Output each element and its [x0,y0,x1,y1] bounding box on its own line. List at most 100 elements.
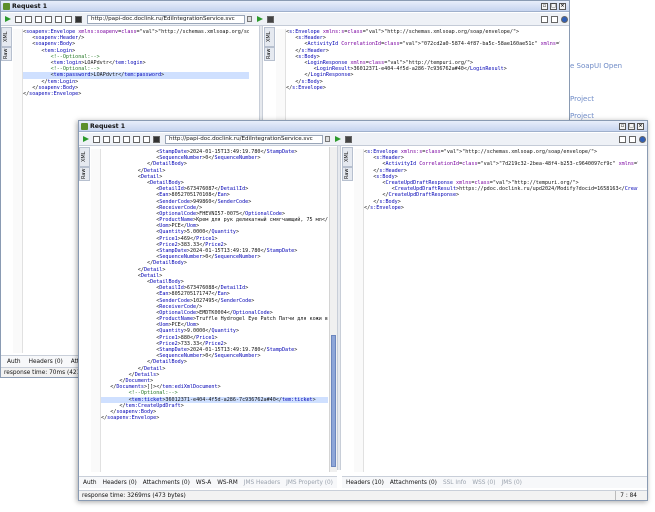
validate-icon[interactable] [65,16,72,23]
tab-xml-response[interactable]: XML [264,27,275,47]
clone-icon[interactable] [123,136,130,143]
request-xml-text[interactable]: <soapenv:Envelope xmlns:soapenv=class="v… [23,29,249,97]
tab-attachments[interactable]: Attachments (0) [142,480,190,486]
request-xml-line: <SequenceNumber>0</SequenceNumber> [101,254,261,261]
tab-ws-rm[interactable]: WS-RM [217,480,238,486]
request-xml-line: <Uom>PCE</Uom> [101,322,200,329]
response-xml-line: </LoginResponse> [286,72,354,79]
response-xml-text[interactable]: <s:Envelope xmlns:s=class="val">"http://… [364,149,638,211]
recreate-icon[interactable] [153,136,160,143]
tab-xml-request[interactable]: XML [79,147,90,167]
tab-ws-a[interactable]: WS-A [195,480,212,486]
request-xml-line: <soapenv:Header/> [23,35,85,42]
tab-response-headers[interactable]: Headers (10) [346,480,384,486]
background-link-project-2[interactable]: Project [570,112,594,120]
request-xml-text[interactable]: <StampDate>2024-01-15T13:49:19.780</Stam… [101,149,328,472]
options-icon[interactable] [541,16,548,23]
tab-raw-request[interactable]: Raw [1,47,12,61]
tab-auth[interactable]: Auth [83,480,97,486]
request-window-front: Request 1 ▫ □ × http://papi-doc.doclink.… [78,120,648,501]
tab-response-attachments[interactable]: Attachments (0) [389,480,437,486]
request-xml-line: <ReceiverCode/> [101,204,203,211]
add-request-icon[interactable] [15,16,22,23]
response-option-icon[interactable] [345,136,352,143]
response-xml-line: <s:Body> [364,173,398,180]
maximize-icon[interactable]: □ [550,3,557,10]
request-xml-line: <Price2>383.33</Price2> [101,241,227,248]
request-xml-line: <Price1>880</Price1> [101,334,218,341]
submit-request-icon[interactable] [83,136,89,142]
options-icon[interactable] [619,136,626,143]
add-icon[interactable] [629,136,636,143]
endpoint-dropdown-icon[interactable] [247,16,252,22]
request-xml-line: <tem:Login> [23,47,76,54]
response-xml-line: </s:Header> [286,47,329,54]
tab-raw-response[interactable]: Raw [342,167,353,181]
window-titlebar[interactable]: Request 1 ▫ □ × [1,1,569,12]
add-icon[interactable] [551,16,558,23]
tab-jms-headers[interactable]: JMS Headers [243,480,281,486]
response-xml-line: <s:Header> [286,35,326,42]
detach-icon[interactable]: ▫ [619,123,626,130]
request-xml-line: <!--Optional:--> [101,390,178,397]
format-icon[interactable] [55,16,62,23]
endpoint-url-field[interactable]: http://papi-doc.doclink.ru/EdiIntegratio… [87,14,245,24]
scrollbar-thumb[interactable] [331,335,336,467]
submit-response-icon[interactable] [335,136,341,142]
response-viewer-pane: XML Raw <s:Envelope xmlns:s=class="val">… [342,147,647,472]
close-icon[interactable]: × [559,3,566,10]
tab-headers[interactable]: Headers (0) [28,359,63,365]
tab-jms-property[interactable]: JMS Property (0) [286,480,333,486]
line-gutter [13,29,23,353]
maximize-icon[interactable]: □ [628,123,635,130]
help-icon[interactable] [561,16,568,23]
detach-icon[interactable]: ▫ [541,3,548,10]
stop-icon[interactable] [25,16,32,23]
create-empty-icon[interactable] [35,16,42,23]
submit-response-icon[interactable] [257,16,263,22]
split-divider[interactable] [337,146,341,470]
tab-jms[interactable]: JMS (0) [501,480,522,486]
request-xml-line: <Price2>733.33</Price2> [101,340,227,347]
response-time-text: response time: 3269ms (473 bytes) [82,493,186,499]
endpoint-dropdown-icon[interactable] [325,136,330,142]
validate-icon[interactable] [143,136,150,143]
tab-xml-response[interactable]: XML [342,147,353,167]
add-request-icon[interactable] [93,136,100,143]
tab-ssl-info[interactable]: SSL Info [442,480,467,486]
tab-auth[interactable]: Auth [7,359,21,365]
recreate-icon[interactable] [75,16,82,23]
response-xml-text[interactable]: <s:Envelope xmlns:s=class="val">"http://… [286,29,560,91]
help-icon[interactable] [639,136,646,143]
tab-raw-response[interactable]: Raw [264,47,275,61]
clone-icon[interactable] [45,16,52,23]
request-xml-line: <DetailId>673476088</DetailId> [101,285,249,292]
request-xml-line: <OptionalCode>EMDTK0004</OptionalCode> [101,309,273,316]
tab-headers[interactable]: Headers (0) [102,480,137,486]
request-xml-line: </DetailBody> [101,359,187,366]
request-xml-line: <StampDate>2024-01-15T13:49:19.780</Stam… [101,248,298,254]
submit-request-icon[interactable] [5,16,11,22]
format-icon[interactable] [133,136,140,143]
response-xml-line: <LoginResult>36012371-e404-4f5d-a286-7c9… [286,66,507,73]
tab-xml-request[interactable]: XML [1,27,12,47]
create-empty-icon[interactable] [113,136,120,143]
request-bottom-tabs: Auth Headers (0) Attachments (0) WS-A WS… [79,476,337,488]
request-vertical-scrollbar[interactable] [329,147,337,472]
request-xml-line: <tem:password>LOAPdvtr</tem:password> [23,72,249,79]
tab-wss[interactable]: WSS (0) [472,480,496,486]
endpoint-url-field[interactable]: http://papi-doc.doclink.ru/EdiIntegratio… [165,134,323,144]
request-xml-line: <DetailBody> [101,278,184,285]
response-xml-line: </s:Body> [364,198,401,205]
status-bar: response time: 3269ms (473 bytes) 7 : 84 [79,490,647,500]
request-xml-line: <SequenceNumber>0</SequenceNumber> [101,155,261,162]
tab-raw-request[interactable]: Raw [79,167,90,181]
request-xml-line: <Quantity>5.0000</Quantity> [101,229,240,236]
close-icon[interactable]: × [637,123,644,130]
window-titlebar[interactable]: Request 1 ▫ □ × [79,121,647,132]
cursor-position: 7 : 84 [615,491,637,500]
response-xml-line: <LoginResponse xmlns=class="val">"http:/… [286,59,474,66]
response-option-icon[interactable] [267,16,274,23]
stop-icon[interactable] [103,136,110,143]
background-link-project-1[interactable]: Project [570,95,594,103]
